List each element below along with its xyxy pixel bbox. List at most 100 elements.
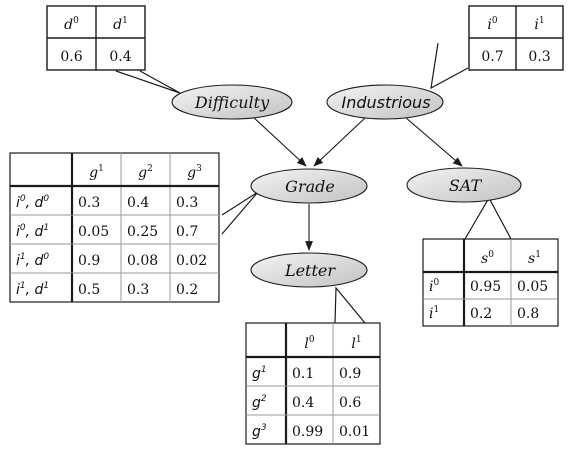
table-text: ,: [26, 253, 35, 269]
table-header-cell: d0​: [64, 16, 79, 33]
table-text: g: [138, 165, 147, 181]
table-text: 0: [309, 335, 315, 345]
table-row-label: g2​: [252, 394, 267, 411]
table-row-label: i1​: [429, 305, 439, 322]
table-header-cell: i0​: [487, 16, 497, 33]
table-row-label: i0​: [429, 278, 439, 295]
table-value-cell: 0.2: [176, 282, 198, 298]
table-text: i: [487, 17, 491, 33]
cpd-table-grade: g1​g2​g3​i0​, d0​0.30.40.3i0​, d1​0.050.…: [9, 152, 220, 303]
table-text: 1: [20, 252, 26, 262]
table-value-cell: 0.1: [292, 366, 314, 382]
table-text: l: [304, 336, 308, 352]
table-row-label: g3​: [252, 423, 267, 440]
table-text: d: [35, 224, 44, 240]
table-text: i: [16, 195, 20, 211]
table-header-cell: g1​: [89, 164, 104, 181]
table-value-cell: 0.7: [176, 224, 198, 240]
node-difficulty: Difficulty: [171, 84, 293, 120]
table-header-cell: g2​: [138, 164, 153, 181]
table-text: 0: [20, 223, 26, 233]
node-label: SAT: [449, 176, 483, 195]
table-value-cell: 0.7: [481, 49, 503, 65]
node-grade: Grade: [250, 168, 368, 204]
table-text: 1: [535, 250, 541, 260]
table-value-cell: 0.02: [176, 253, 207, 269]
table-value-cell: 0.6: [339, 395, 361, 411]
table-text: l: [351, 336, 355, 352]
table-value-cell: 0.95: [470, 279, 501, 295]
cpd-table-industrious: i0​ i1​ 0.7 0.3: [468, 5, 564, 71]
table-header-cell: i1​: [534, 16, 544, 33]
table-text: i: [16, 282, 20, 298]
table-text: d: [35, 282, 44, 298]
cpd-table-difficulty: d0​d1​0.60.4: [46, 5, 146, 71]
table-value-cell: 0.2: [470, 306, 492, 322]
table-value-cell: 0.08: [127, 253, 158, 269]
table-text: i: [16, 224, 20, 240]
table-text: 0: [20, 194, 26, 204]
table-border: [245, 322, 381, 445]
table-text: 0: [43, 194, 49, 204]
table-text: d: [35, 253, 44, 269]
table-text: ,: [26, 195, 35, 211]
table-text: g: [252, 424, 261, 440]
table-header-cell: s0​: [481, 250, 494, 267]
table-value-cell: 0.3: [176, 195, 198, 211]
cpd-table-letter: l0​l1​g1​0.10.9g2​0.40.6g3​0.990.01: [245, 322, 381, 445]
table-border: [422, 238, 559, 327]
edge-industrious-grade: [313, 117, 366, 167]
table-text: i: [429, 306, 433, 322]
table-row-label: i0​, d1​: [16, 223, 49, 240]
table-text: d: [113, 17, 122, 33]
table-header-cell: l0​: [304, 335, 314, 352]
table-text: 0: [433, 278, 439, 288]
node-label: Industrious: [341, 93, 430, 112]
node-label: Letter: [284, 261, 336, 280]
table-text: ,: [26, 282, 35, 298]
callout-letter: [334, 286, 366, 324]
table-text: i: [16, 253, 20, 269]
table-value-cell: 0.9: [78, 253, 100, 269]
table-text: 0: [488, 250, 494, 260]
table-text: s: [481, 251, 488, 267]
table-header-cell: d1​: [113, 16, 128, 33]
callout-difficulty: [115, 70, 181, 94]
table-row-label: i1​, d1​: [16, 281, 49, 298]
table-text: 0: [492, 16, 498, 26]
edge-industrious-sat: [404, 116, 463, 167]
table-text: 1: [98, 164, 104, 174]
table-row-label: i1​, d0​: [16, 252, 49, 269]
table-text: 1: [20, 281, 26, 291]
table-value-cell: 0.05: [517, 279, 548, 295]
table-value-cell: 0.3: [78, 195, 100, 211]
table-value-cell: 0.6: [60, 49, 82, 65]
table-text: 2: [261, 394, 267, 404]
node-sat: SAT: [406, 167, 522, 203]
table-value-cell: 0.25: [127, 224, 158, 240]
table-value-cell: 0.05: [78, 224, 109, 240]
node-letter: Letter: [250, 252, 368, 288]
table-text: 1: [261, 365, 267, 375]
table-text: 1: [43, 223, 49, 233]
node-industrious: Industrious: [326, 84, 444, 120]
table-text: 0: [73, 16, 79, 26]
node-label: Grade: [285, 177, 335, 196]
table-value-cell: 0.3: [528, 49, 550, 65]
callout-sat: [464, 196, 512, 240]
table-text: g: [252, 395, 261, 411]
table-value-cell: 0.3: [127, 282, 149, 298]
table-value-cell: 0.99: [292, 424, 323, 440]
table-value-cell: 0.01: [339, 424, 370, 440]
table-value-cell: 0.9: [339, 366, 361, 382]
table-text: 3: [261, 423, 267, 433]
table-text: 1: [539, 16, 545, 26]
table-text: s: [528, 251, 535, 267]
table-text: 2: [147, 164, 153, 174]
table-text: 3: [196, 164, 202, 174]
table-value-cell: 0.4: [127, 195, 149, 211]
table-header-cell: g3​: [187, 164, 202, 181]
table-text: 0: [43, 252, 49, 262]
